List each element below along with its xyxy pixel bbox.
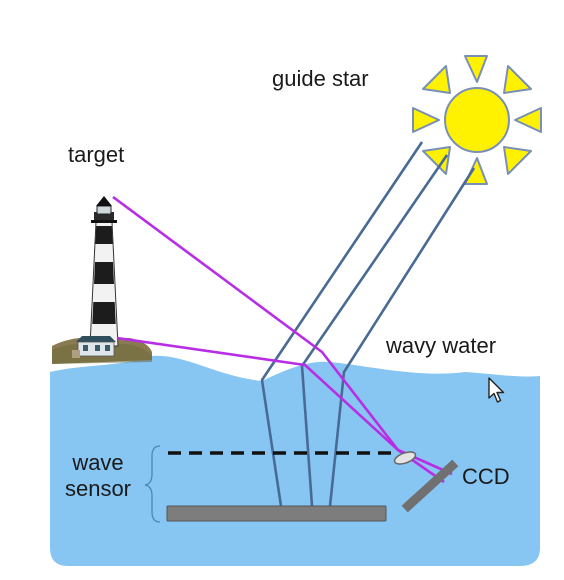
wavy-water-label: wavy water <box>386 333 497 358</box>
beam-splitter-lens <box>393 451 417 465</box>
wave-sensor-label: wave sensor <box>52 450 144 502</box>
guide-star-ray-2 <box>300 154 449 507</box>
guide-star-label: guide star <box>272 66 369 91</box>
target-label: target <box>68 142 125 167</box>
wave-sensor-label-line-1: wave <box>72 450 124 475</box>
lighthouse-icon <box>72 196 119 358</box>
target-ray-bottom <box>116 336 445 484</box>
sun-icon <box>412 55 542 185</box>
ccd-plate <box>401 459 459 513</box>
target-ray-top <box>112 195 453 476</box>
wave-sensor-label-line-2: sensor <box>64 476 132 501</box>
ccd-label: CCD <box>462 464 510 489</box>
guide-star-ray-1 <box>260 141 424 507</box>
mouse-pointer-icon <box>488 377 505 403</box>
wave-sensor-brace <box>144 445 161 523</box>
guide-star-ray-3 <box>328 167 476 507</box>
wave-sensor-bar <box>166 505 387 522</box>
